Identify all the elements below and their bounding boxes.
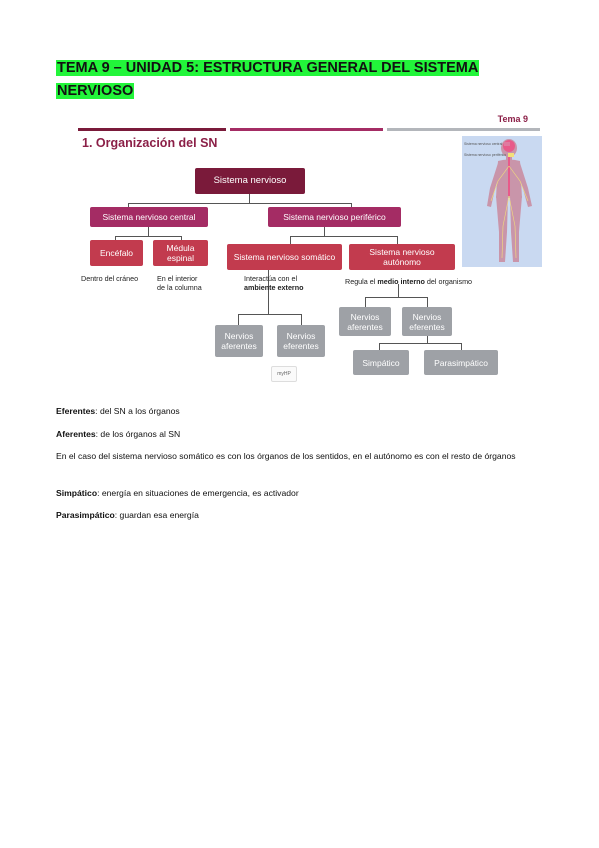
connector <box>115 236 181 237</box>
note-autonomo-prefix: Regula el <box>345 277 378 286</box>
paragraph-somatico-autonomo: En el caso del sistema nervioso somático… <box>56 451 516 461</box>
connector <box>181 236 182 240</box>
box-nervios-aferentes-autonomo: Nervios aferentes <box>339 307 391 336</box>
term-simpatico: Simpático <box>56 488 98 498</box>
connector <box>365 297 427 298</box>
slide-bar-2 <box>230 128 383 131</box>
note-somatico-line-1: Interactúa con el <box>244 274 298 283</box>
note-encefalo: Dentro del cráneo <box>81 274 139 283</box>
box-sistema-nervioso: Sistema nervioso <box>195 168 305 194</box>
box-medula-espinal: Médula espinal <box>153 240 208 266</box>
definition-simpatico: Simpático: energía en situaciones de eme… <box>56 486 540 500</box>
note-somatico-line-2: ambiente externo <box>244 283 304 292</box>
connector <box>148 227 149 236</box>
box-sistema-nervioso-somatico: Sistema nervioso somático <box>227 244 342 270</box>
note-somatico: Interactúa con el ambiente externo <box>244 274 304 292</box>
box-nervios-aferentes-somatico: Nervios aferentes <box>215 325 263 357</box>
document-heading: TEMA 9 – UNIDAD 5: ESTRUCTURA GENERAL DE… <box>56 57 536 103</box>
legend-central: Sistema nervioso central <box>464 142 511 146</box>
connector <box>397 236 398 244</box>
box-sistema-nervioso-central: Sistema nervioso central <box>90 207 208 227</box>
connector <box>238 314 239 325</box>
slide-tag: Tema 9 <box>497 114 528 124</box>
note-autonomo-suffix: del organismo <box>424 277 473 286</box>
box-simpatico: Simpático <box>353 350 409 375</box>
connector <box>427 336 428 343</box>
def-aferentes: : de los órganos al SN <box>95 429 181 439</box>
connector <box>365 297 366 307</box>
legend-central-label: Sistema nervioso central <box>464 142 503 146</box>
human-figure-icon <box>487 139 532 262</box>
connector <box>115 236 116 240</box>
connector <box>379 343 380 350</box>
def-simpatico: : energía en situaciones de emergencia, … <box>97 488 299 498</box>
definition-aferentes: Aferentes: de los órganos al SN <box>56 427 540 441</box>
note-medula: En el interior de la columna <box>157 274 202 292</box>
term-eferentes: Eferentes <box>56 406 96 416</box>
term-parasimpatico: Parasimpático <box>56 510 115 520</box>
connector <box>268 270 269 314</box>
box-sistema-nervioso-autonomo: Sistema nervioso autónomo <box>349 244 455 270</box>
connector <box>427 297 428 307</box>
connector <box>301 314 302 325</box>
box-nervios-eferentes-autonomo: Nervios eferentes <box>402 307 452 336</box>
note-autonomo: Regula el medio interno del organismo <box>345 277 472 286</box>
slide-image: Tema 9 1. Organización del SN Sistema ne… <box>78 108 544 394</box>
connector <box>398 284 399 297</box>
heading-line-2: NERVIOSO <box>56 83 135 99</box>
legend-peripheral: Sistema nervioso periférico <box>464 153 515 157</box>
connector <box>290 236 397 237</box>
human-figure-image: Sistema nervioso central Sistema nervios… <box>462 136 542 267</box>
box-sistema-nervioso-periferico: Sistema nervioso periférico <box>268 207 401 227</box>
connector <box>249 194 250 203</box>
connector <box>351 203 352 207</box>
box-parasimpatico: Parasimpático <box>424 350 498 375</box>
legend-central-swatch <box>504 142 511 146</box>
box-encefalo: Encéfalo <box>90 240 143 266</box>
connector <box>128 203 129 207</box>
def-parasimpatico: : guardan esa energía <box>114 510 199 520</box>
note-medula-line-1: En el interior <box>157 274 198 283</box>
connector <box>379 343 461 344</box>
connector <box>324 227 325 236</box>
definition-eferentes: Eferentes: del SN a los órganos <box>56 404 540 418</box>
box-nervios-eferentes-somatico: Nervios eferentes <box>277 325 325 357</box>
mymp-logo: myHP <box>271 366 297 382</box>
slide-bar-1 <box>78 128 226 131</box>
slide-title: 1. Organización del SN <box>82 136 218 150</box>
heading-line-1: TEMA 9 – UNIDAD 5: ESTRUCTURA GENERAL DE… <box>56 60 480 76</box>
connector <box>290 236 291 244</box>
legend-peripheral-label: Sistema nervioso periférico <box>464 153 507 157</box>
legend-peripheral-swatch <box>508 153 515 157</box>
definition-parasimpatico: Parasimpático: guardan esa energía <box>56 508 540 522</box>
slide-bar-3 <box>387 128 540 131</box>
def-eferentes: : del SN a los órganos <box>95 406 180 416</box>
connector <box>128 203 351 204</box>
connector <box>461 343 462 350</box>
note-medula-line-2: de la columna <box>157 283 202 292</box>
term-aferentes: Aferentes <box>56 429 96 439</box>
connector <box>238 314 301 315</box>
note-autonomo-bold: medio interno <box>377 277 425 286</box>
